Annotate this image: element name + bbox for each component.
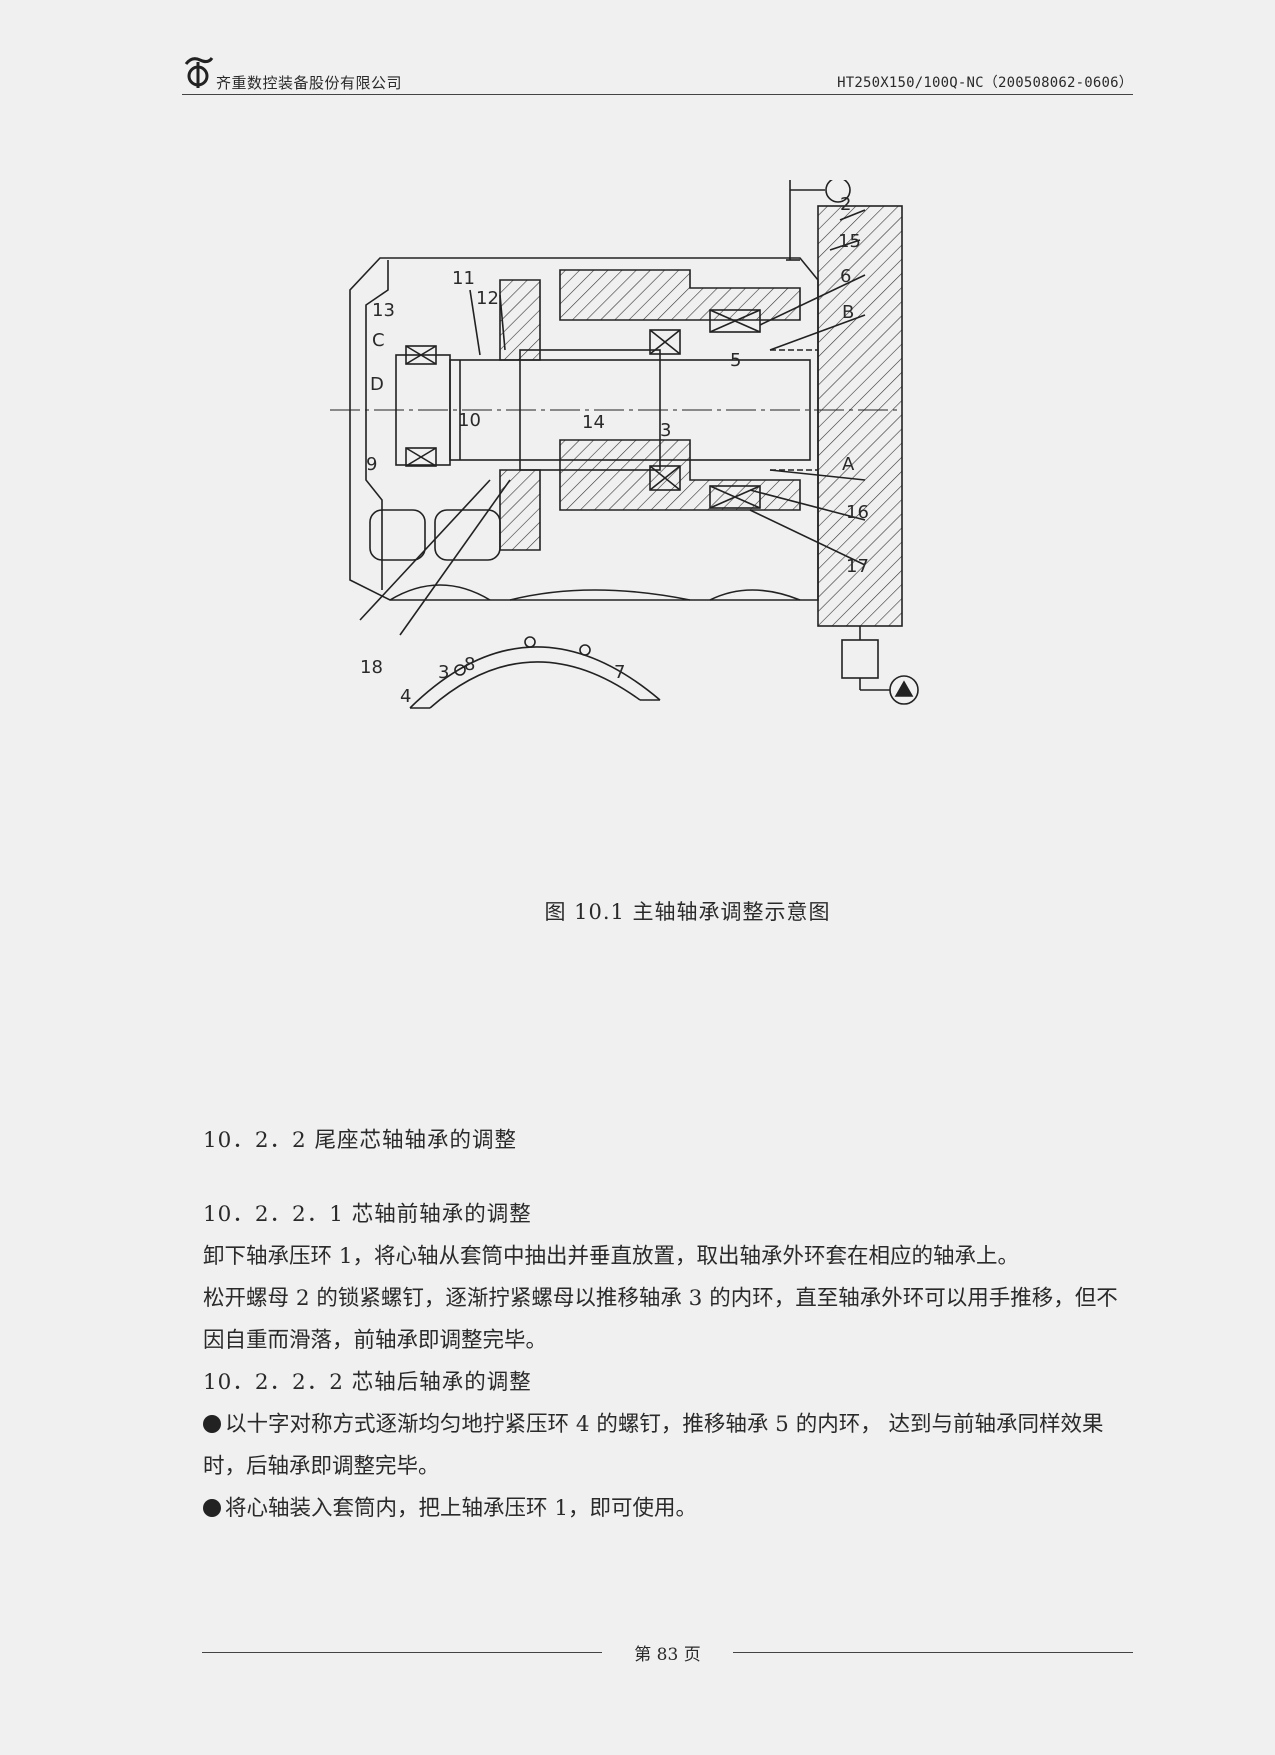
label-c: C bbox=[372, 330, 385, 351]
label-15: 15 bbox=[838, 231, 861, 252]
page-number: 第 83 页 bbox=[634, 1645, 701, 1665]
label-7: 7 bbox=[614, 662, 625, 683]
bullet-icon bbox=[203, 1499, 221, 1517]
label-3-lower: 3 bbox=[438, 662, 449, 683]
label-11: 11 bbox=[452, 268, 475, 289]
spindle-bearing-diagram: 2 15 6 B 11 12 13 C D 10 14 3 5 A 9 16 1… bbox=[330, 180, 990, 780]
label-5: 5 bbox=[730, 350, 741, 371]
page-footer: 第 83 页 bbox=[202, 1640, 1133, 1665]
bearing-drawing: 2 15 6 B 11 12 13 C D 10 14 3 5 A 9 16 1… bbox=[330, 180, 919, 709]
label-3: 3 bbox=[660, 420, 671, 441]
section-heading: 10．2．2 尾座芯轴轴承的调整 bbox=[203, 1128, 518, 1153]
label-14: 14 bbox=[582, 412, 605, 433]
bullet-icon bbox=[203, 1415, 221, 1433]
bullet-item: 以十字对称方式逐渐均匀地拧紧压环 4 的螺钉，推移轴承 5 的内环， 达到与前轴… bbox=[203, 1412, 1104, 1479]
document-number: HT250X150/100Q-NC（200508062-0606） bbox=[837, 75, 1133, 91]
label-10: 10 bbox=[458, 410, 481, 431]
footer-rule-right bbox=[733, 1652, 1133, 1653]
label-a: A bbox=[842, 454, 855, 475]
company-logo bbox=[184, 57, 214, 88]
figure-caption: 图 10.1 主轴轴承调整示意图 bbox=[544, 900, 831, 924]
figure-labels: 2 15 6 B 11 12 13 C D 10 14 3 5 A 9 16 1… bbox=[360, 194, 869, 707]
subsection-heading-front: 10．2．2．1 芯轴前轴承的调整 bbox=[203, 1202, 532, 1227]
label-2: 2 bbox=[840, 194, 851, 215]
paragraph-front-1: 卸下轴承压环 1，将心轴从套筒中抽出并垂直放置，取出轴承外环套在相应的轴承上。 bbox=[203, 1244, 1020, 1269]
label-18: 18 bbox=[360, 657, 383, 678]
paragraph-front-2: 松开螺母 2 的锁紧螺钉，逐渐拧紧螺母以推移轴承 3 的内环，直至轴承外环可以用… bbox=[203, 1286, 1118, 1353]
page-header: 齐重数控装备股份有限公司 HT250X150/100Q-NC（200508062… bbox=[182, 54, 1133, 96]
label-6: 6 bbox=[840, 266, 851, 287]
bullet-item: 将心轴装入套筒内，把上轴承压环 1，即可使用。 bbox=[203, 1488, 1133, 1530]
subsection-heading-rear: 10．2．2．2 芯轴后轴承的调整 bbox=[203, 1370, 532, 1395]
label-12: 12 bbox=[476, 288, 499, 309]
footer-rule-left bbox=[202, 1652, 602, 1653]
header-rule bbox=[182, 94, 1133, 95]
label-4: 4 bbox=[400, 686, 411, 707]
label-17: 17 bbox=[846, 556, 869, 577]
company-name: 齐重数控装备股份有限公司 bbox=[216, 74, 403, 92]
body-text: 10．2．2 尾座芯轴轴承的调整 10．2．2．1 芯轴前轴承的调整 卸下轴承压… bbox=[203, 1120, 1133, 1530]
label-16: 16 bbox=[846, 502, 869, 523]
label-d: D bbox=[370, 374, 384, 395]
label-8: 8 bbox=[464, 654, 475, 675]
label-13: 13 bbox=[372, 300, 395, 321]
label-9: 9 bbox=[366, 454, 377, 475]
label-b: B bbox=[842, 302, 854, 323]
